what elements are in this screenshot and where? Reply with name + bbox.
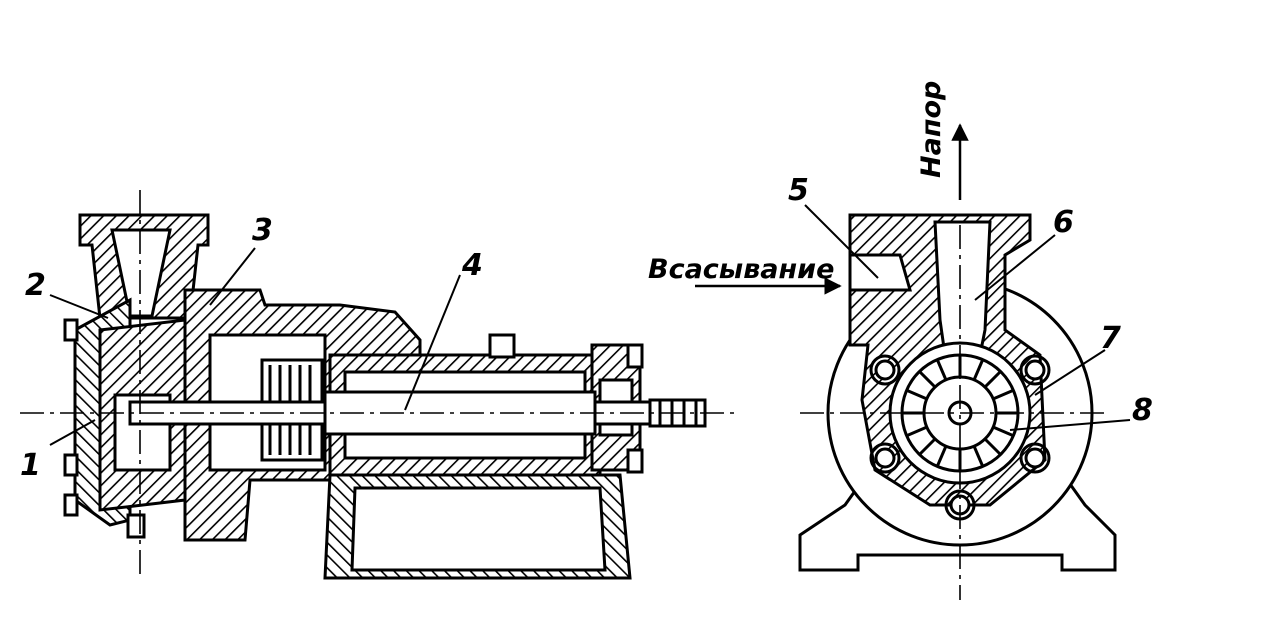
- label-part-2: 2: [25, 268, 46, 303]
- cross-section-view: [798, 213, 1117, 600]
- label-part-4: 4: [461, 248, 483, 283]
- label-part-3: 3: [252, 213, 273, 248]
- longitudinal-section-view: [20, 190, 735, 580]
- frame-base-window: [350, 486, 607, 572]
- impeller-blades: [902, 355, 1018, 471]
- label-part-6: 6: [1053, 205, 1074, 240]
- label-part-1: 1: [20, 448, 41, 483]
- discharge-channel: [110, 228, 172, 318]
- left-leader-lines: [49, 247, 461, 446]
- label-part-7: 7: [1100, 321, 1121, 356]
- label-discharge: Напор: [916, 81, 947, 178]
- label-part-8: 8: [1132, 393, 1153, 428]
- discharge-passage: [933, 220, 992, 357]
- right-leader-lines: [804, 204, 1131, 431]
- label-suction: Всасывание: [648, 254, 834, 285]
- label-part-5: 5: [788, 173, 809, 208]
